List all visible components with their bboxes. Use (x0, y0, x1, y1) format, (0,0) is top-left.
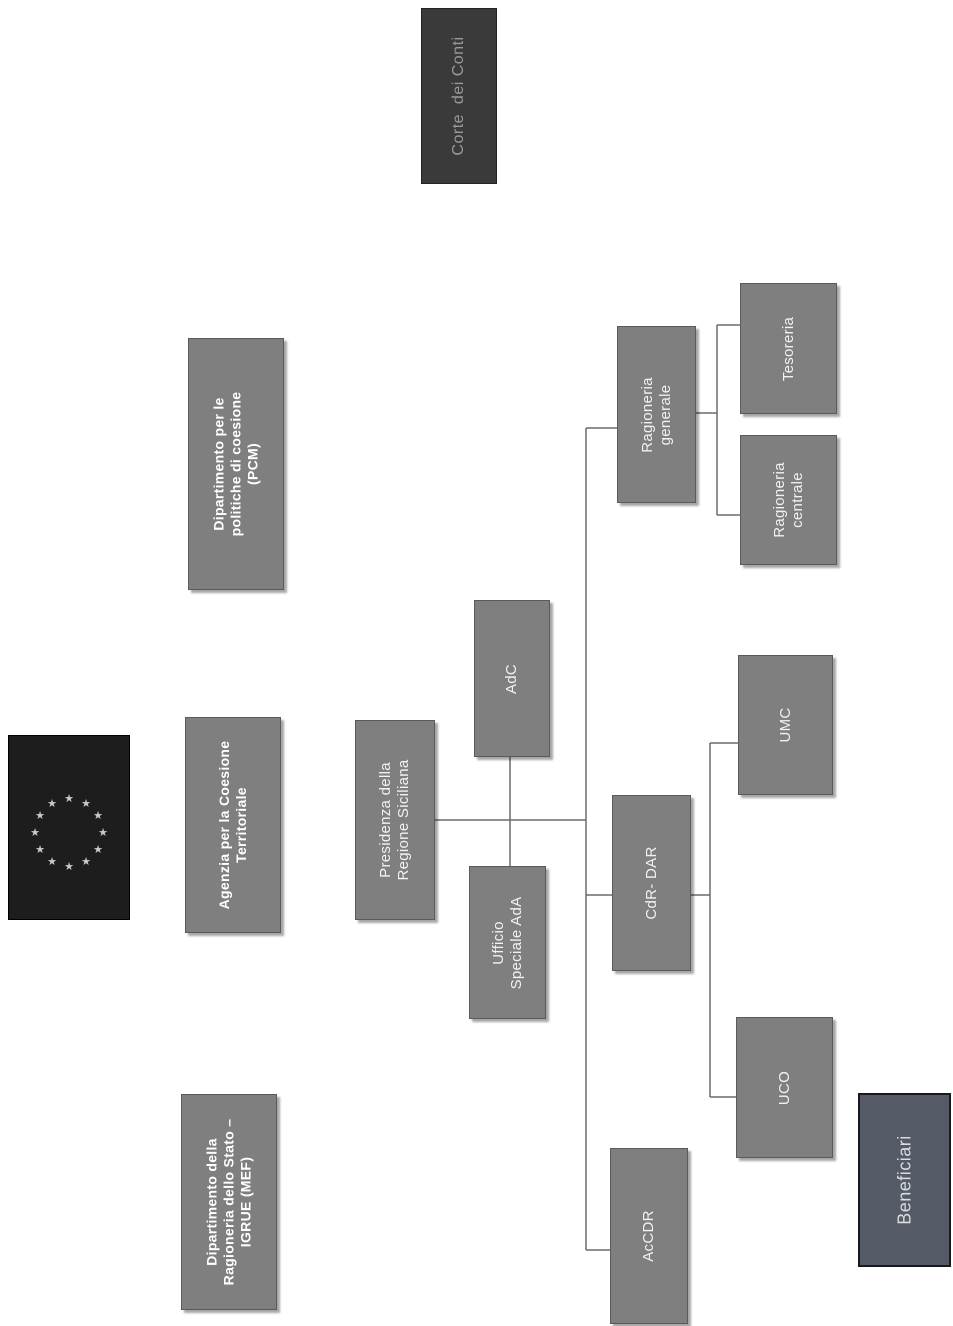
ragioneria-generale-label: Ragioneria generale (638, 376, 674, 453)
svg-text:★: ★ (81, 797, 91, 810)
accdr-box: AcCDR (610, 1148, 688, 1324)
ragioneria-centrale-label: Ragioneria centrale (770, 462, 806, 538)
eu-flag-icon: ★ ★ ★ ★ ★ ★ ★ ★ ★ ★ ★ ★ (8, 735, 130, 920)
beneficiari-label: Beneficiari (894, 1135, 914, 1225)
ragioneria-centrale-box: Ragioneria centrale (740, 435, 837, 565)
svg-text:★: ★ (35, 843, 45, 856)
dipartimento-politiche-coesione-label: Dipartimento per le politiche di coesion… (210, 391, 261, 537)
ragioneria-generale-box: Ragioneria generale (617, 326, 696, 503)
svg-text:★: ★ (98, 826, 108, 839)
svg-text:★: ★ (93, 809, 103, 822)
tesoreria-label: Tesoreria (779, 316, 797, 381)
dipartimento-ragioneria-stato-label: Dipartimento della Ragioneria dello Stat… (203, 1118, 254, 1286)
beneficiari-box: Beneficiari (858, 1093, 951, 1267)
svg-text:★: ★ (64, 860, 74, 873)
svg-text:★: ★ (64, 792, 74, 805)
tesoreria-box: Tesoreria (740, 283, 837, 414)
svg-text:★: ★ (30, 826, 40, 839)
dipartimento-politiche-coesione-box: Dipartimento per le politiche di coesion… (188, 338, 284, 590)
presidenza-label: Presidenza della Regione Siciliana (377, 759, 412, 881)
umc-box: UMC (738, 655, 833, 795)
svg-text:★: ★ (93, 843, 103, 856)
uco-label: UCO (775, 1070, 793, 1105)
agenzia-coesione-box: Agenzia per la Coesione Territoriale (185, 717, 281, 933)
ufficio-ada-label: Ufficio Speciale AdA (489, 896, 525, 989)
adc-label: AdC (503, 663, 520, 694)
svg-text:★: ★ (47, 797, 57, 810)
corte-dei-conti-label: Corte dei Conti (450, 36, 467, 156)
cdr-dar-box: CdR- DAR (612, 795, 691, 971)
eu-stars-icon: ★ ★ ★ ★ ★ ★ ★ ★ ★ ★ ★ ★ (30, 792, 108, 873)
agenzia-coesione-label: Agenzia per la Coesione Territoriale (216, 740, 249, 910)
adc-box: AdC (474, 600, 550, 757)
uco-box: UCO (736, 1017, 833, 1158)
corte-dei-conti-box: Corte dei Conti (421, 8, 497, 184)
ufficio-ada-box: Ufficio Speciale AdA (469, 866, 546, 1019)
svg-text:★: ★ (47, 855, 57, 868)
dipartimento-ragioneria-stato-box: Dipartimento della Ragioneria dello Stat… (181, 1094, 277, 1310)
presidenza-box: Presidenza della Regione Siciliana (355, 720, 435, 920)
accdr-label: AcCDR (640, 1210, 657, 1262)
svg-text:★: ★ (35, 809, 45, 822)
cdr-dar-label: CdR- DAR (642, 846, 660, 920)
umc-label: UMC (776, 707, 794, 743)
svg-text:★: ★ (81, 855, 91, 868)
